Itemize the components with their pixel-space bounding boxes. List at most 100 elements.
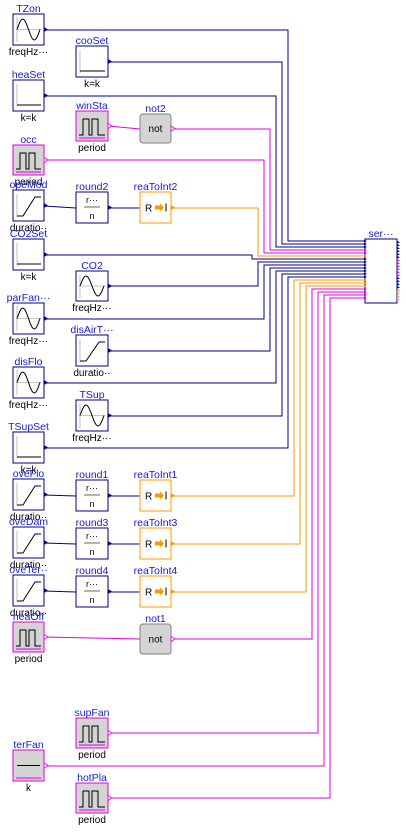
block-title-oveFlo: oveFlo <box>13 468 45 480</box>
wire-oveTer-to-round4 <box>43 590 77 593</box>
block-title-CO2Set: CO2Set <box>10 228 47 240</box>
block-oveTer[interactable]: oveTer·· duratio·· <box>9 564 48 619</box>
block-title-TSupSet: TSupSet <box>8 421 49 433</box>
block-param-disFlo: freqHz··· <box>9 400 48 411</box>
block-title-not1: not1 <box>145 613 166 625</box>
wire-opeMod-to-round2 <box>43 205 77 209</box>
not1-label: not <box>149 635 163 646</box>
wire-heaOff-to-not1 <box>43 636 141 640</box>
round4-inner-top: r··· <box>86 579 98 589</box>
block-param-TZon: freqHz··· <box>9 47 48 58</box>
wire-not2-to-ser <box>171 128 365 251</box>
block-title-parFan: parFan··· <box>7 292 51 304</box>
wire-hotPla-to-ser <box>108 297 365 799</box>
reaToInt4-label: R <box>145 588 152 599</box>
block-title-round4: round4 <box>76 565 109 577</box>
block-heaOff[interactable]: heaOff period <box>12 611 49 665</box>
round1-inner-bottom: n <box>89 499 94 509</box>
reaToInt1-label: R <box>145 492 152 503</box>
block-hotPla[interactable]: hotPla period <box>75 772 113 826</box>
block-param-heaOff: period <box>15 654 43 665</box>
block-param-hotPla: period <box>78 815 106 826</box>
wire-disAirT-to-ser <box>108 267 365 352</box>
block-param-parFan: freqHz··· <box>9 336 48 347</box>
block-title-reaToInt2: reaToInt2 <box>134 181 178 193</box>
block-not1[interactable]: not not1 <box>139 613 176 655</box>
block-disFlo[interactable]: disFlo freqHz··· <box>9 356 48 411</box>
block-title-oveTer: oveTer·· <box>9 564 48 576</box>
block-winSta[interactable]: winSta period <box>75 100 113 154</box>
wire-terFan-to-ser <box>44 294 365 767</box>
wire-TSup-to-ser <box>108 273 365 417</box>
block-oveDam[interactable]: oveDam duratio·· <box>9 516 48 571</box>
block-title-reaToInt3: reaToInt3 <box>134 517 178 529</box>
block-title-hotPla: hotPla <box>77 772 107 784</box>
block-param-disAirT: duratio·· <box>73 368 110 379</box>
block-title-cooSet: cooSet <box>76 35 109 47</box>
block-title-opeMod: opeMod <box>10 179 48 191</box>
wire-oveDam-to-round3 <box>43 542 77 545</box>
round2-inner-top: r··· <box>86 195 98 205</box>
block-heaSet[interactable]: heaSet k=k <box>12 69 48 124</box>
block-title-disFlo: disFlo <box>14 356 42 368</box>
wire-reaToInt2-to-ser <box>171 207 365 257</box>
block-ser[interactable]: ser··· <box>364 228 400 304</box>
round3-inner-top: r··· <box>86 531 98 541</box>
round1-inner-top: r··· <box>86 483 98 493</box>
block-param-heaSet: k=k <box>21 113 38 124</box>
wire-winSta-to-not2 <box>107 125 141 130</box>
block-title-TZon: TZon <box>16 3 41 15</box>
reaToInt2-label: R <box>145 204 152 215</box>
block-title-reaToInt4: reaToInt4 <box>134 565 178 577</box>
wire-disFlo-to-ser <box>44 270 365 384</box>
block-param-winSta: period <box>78 143 106 154</box>
wire-reaToInt1-to-ser <box>171 279 365 497</box>
wire-occ-to-ser <box>44 159 365 254</box>
wire-CO2-to-ser <box>108 261 365 287</box>
block-title-occ: occ <box>20 134 36 146</box>
block-param-opeMod: duratio·· <box>10 223 47 234</box>
wire-parFan-to-ser <box>44 264 365 320</box>
block-param-TSup: freqHz··· <box>72 433 111 444</box>
block-title-ser: ser··· <box>368 228 393 240</box>
wire-oveFlo-to-round1 <box>43 494 77 497</box>
block-TSup[interactable]: TSup freqHz··· <box>72 389 112 444</box>
block-parFan[interactable]: parFan··· freqHz··· <box>7 292 51 347</box>
wire-heaSet-to-ser <box>44 95 365 248</box>
wire-TSupSet-to-ser <box>44 276 365 449</box>
block-title-winSta: winSta <box>75 100 108 112</box>
block-title-oveDam: oveDam <box>9 516 48 528</box>
block-param-cooSet: k=k <box>84 79 101 90</box>
block-title-heaOff: heaOff <box>13 611 44 623</box>
block-title-disAirT: disAirT··· <box>70 324 113 336</box>
round4-inner-bottom: n <box>89 595 94 605</box>
block-cooSet[interactable]: cooSet k=k <box>75 35 112 90</box>
block-opeMod[interactable]: opeMod duratio·· <box>10 179 48 234</box>
block-disAirT[interactable]: disAirT··· duratio·· <box>70 324 113 379</box>
block-param-supFan: period <box>78 750 106 761</box>
block-occ[interactable]: occ period <box>12 134 49 188</box>
block-title-round3: round3 <box>76 517 109 529</box>
block-title-heaSet: heaSet <box>12 69 45 81</box>
block-title-TSup: TSup <box>79 389 104 401</box>
block-param-occ: period <box>15 177 43 188</box>
block-TZon[interactable]: TZon freqHz··· <box>9 3 48 58</box>
block-param-oveDam: duratio·· <box>10 560 47 571</box>
block-round4[interactable]: r··· n round4 <box>75 565 112 608</box>
block-param-oveTer: duratio·· <box>10 608 47 619</box>
